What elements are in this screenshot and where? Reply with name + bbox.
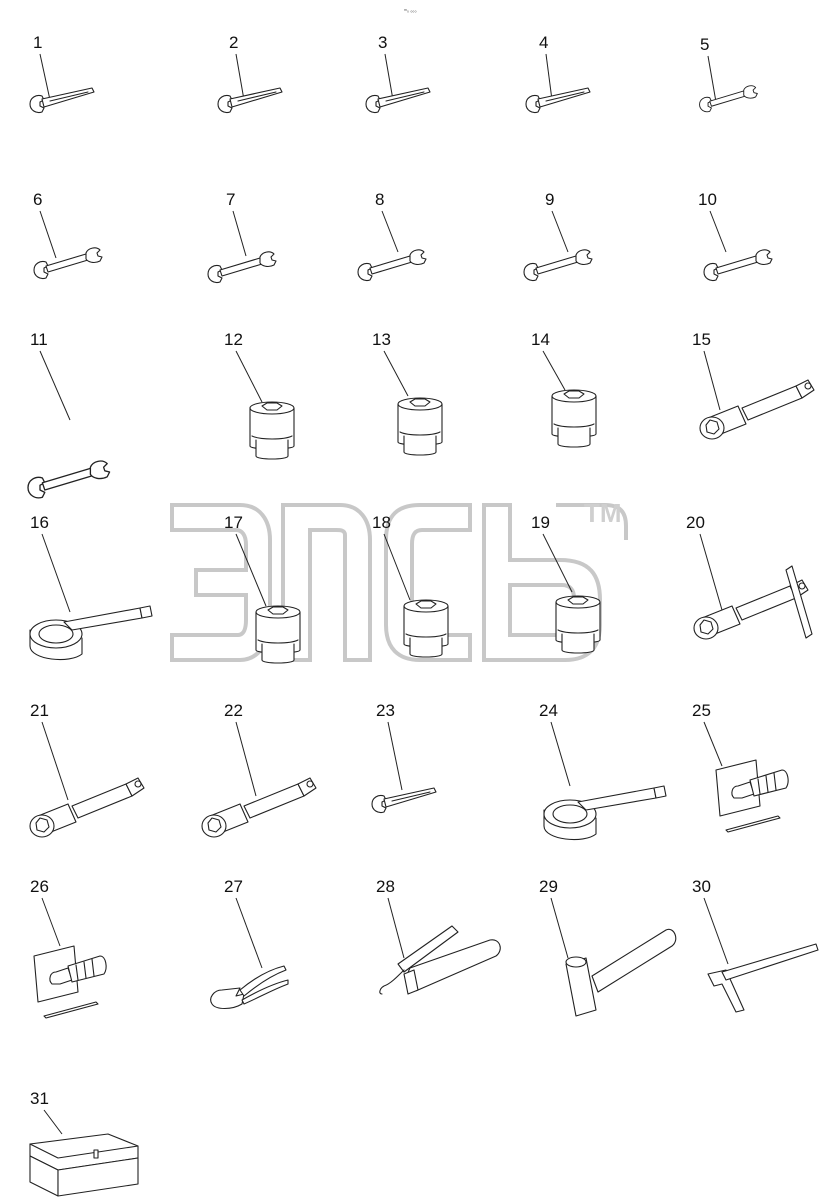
part-29: 29	[539, 877, 677, 1017]
part-7: 7	[207, 190, 277, 284]
part-label-8: 8	[375, 190, 384, 209]
part-15: 15	[692, 330, 815, 440]
part-24: 24	[539, 701, 667, 841]
part-6: 6	[33, 190, 103, 280]
part-label-26: 26	[30, 877, 49, 896]
part-20: 20	[686, 513, 813, 640]
part-10: 10	[698, 190, 773, 282]
part-label-28: 28	[376, 877, 395, 896]
part-label-3: 3	[378, 33, 387, 52]
part-25: 25	[692, 701, 789, 833]
part-label-2: 2	[229, 33, 238, 52]
part-2: 2	[217, 33, 283, 114]
part-9: 9	[523, 190, 593, 282]
part-label-25: 25	[692, 701, 711, 720]
part-11: 11	[27, 330, 111, 499]
part-label-31: 31	[30, 1089, 49, 1108]
part-label-21: 21	[30, 701, 49, 720]
part-label-14: 14	[531, 330, 550, 349]
part-23: 23	[371, 701, 437, 814]
part-3: 3	[365, 33, 431, 114]
part-27: 27	[210, 877, 289, 1010]
part-label-18: 18	[372, 513, 391, 532]
part-label-19: 19	[531, 513, 550, 532]
part-label-7: 7	[226, 190, 235, 209]
part-4: 4	[525, 33, 591, 114]
part-8: 8	[357, 190, 427, 282]
part-label-1: 1	[33, 33, 42, 52]
part-label-16: 16	[30, 513, 49, 532]
part-label-4: 4	[539, 33, 548, 52]
part-label-22: 22	[224, 701, 243, 720]
part-22: 22	[201, 701, 317, 838]
part-5: 5	[699, 35, 758, 113]
part-label-9: 9	[545, 190, 554, 209]
part-14: 14	[531, 330, 597, 448]
header-small-text: ᵐ₀ ₀₀₀	[404, 8, 417, 14]
part-17: 17	[224, 513, 301, 664]
watermark-tm: TM	[584, 498, 622, 528]
part-label-23: 23	[376, 701, 395, 720]
part-1: 1	[29, 33, 95, 114]
part-label-10: 10	[698, 190, 717, 209]
part-19: 19	[531, 513, 601, 654]
part-label-6: 6	[33, 190, 42, 209]
part-label-5: 5	[700, 35, 709, 54]
part-label-15: 15	[692, 330, 711, 349]
part-label-30: 30	[692, 877, 711, 896]
part-label-12: 12	[224, 330, 243, 349]
part-label-27: 27	[224, 877, 243, 896]
part-label-11: 11	[30, 330, 48, 349]
part-28: 28	[376, 877, 501, 995]
part-21: 21	[29, 701, 145, 838]
part-12: 12	[224, 330, 295, 460]
part-31: 31	[29, 1089, 139, 1197]
part-label-20: 20	[686, 513, 705, 532]
part-label-29: 29	[539, 877, 558, 896]
part-30: 30	[692, 877, 819, 1013]
part-16: 16	[29, 513, 153, 661]
part-label-17: 17	[224, 513, 243, 532]
part-label-13: 13	[372, 330, 391, 349]
part-13: 13	[372, 330, 443, 456]
part-label-24: 24	[539, 701, 558, 720]
part-18: 18	[372, 513, 449, 658]
part-26: 26	[30, 877, 107, 1019]
